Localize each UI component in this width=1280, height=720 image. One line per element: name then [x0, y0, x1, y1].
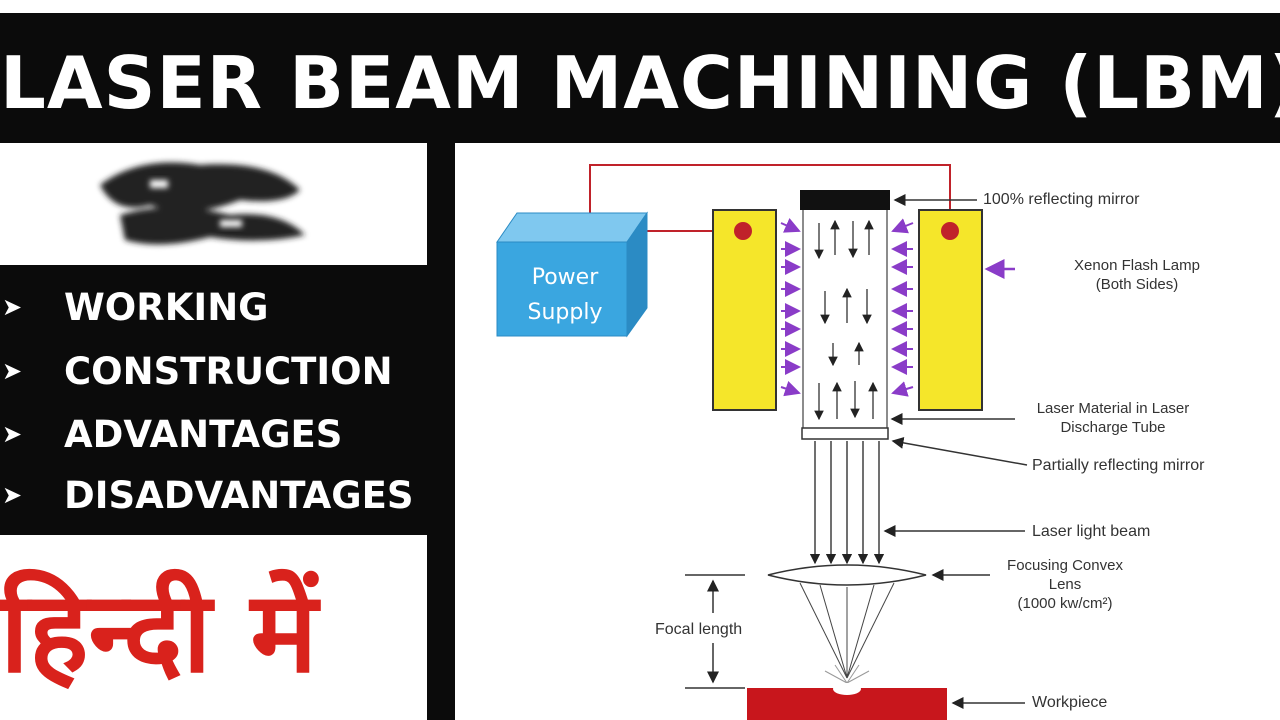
vertical-divider: [427, 143, 455, 720]
blurred-logo-icon: [100, 162, 305, 245]
laser-material-label: Laser Material in Laser Discharge Tube: [1036, 400, 1190, 436]
lamp-terminal-right: [941, 222, 959, 240]
hindi-caption: हिन्दी में: [0, 568, 318, 698]
arrow-bullet-icon: ➤: [2, 357, 23, 385]
flash-lamp-left: [712, 209, 777, 411]
arrow-bullet-icon: ➤: [2, 481, 23, 509]
topic-label: CONSTRUCTION: [64, 349, 393, 393]
spark-icon: [824, 664, 870, 684]
focal-length-label: Focal length: [655, 621, 743, 638]
topic-list: ➤ WORKING ➤ CONSTRUCTION ➤ ADVANTAGES ➤ …: [0, 265, 427, 535]
partial-mirror: [801, 427, 889, 440]
topic-label: ADVANTAGES: [64, 412, 343, 456]
partial-mirror-label: Partially reflecting mirror: [1032, 457, 1205, 474]
title-bar: [0, 13, 1280, 143]
diagram-graphics: [496, 164, 1028, 720]
focused-rays: [799, 582, 895, 679]
lamp-terminal-left: [734, 222, 752, 240]
power-supply-label: Power Supply: [527, 265, 603, 325]
laser-beam: [809, 441, 885, 565]
lens-label: Focusing Convex Lens (1000 kw/cm²): [1007, 557, 1123, 612]
list-item-working: ➤ WORKING: [0, 277, 269, 337]
list-item-construction: ➤ CONSTRUCTION: [0, 341, 393, 401]
focal-length-marker: [685, 574, 745, 689]
arrow-bullet-icon: ➤: [2, 293, 23, 321]
discharge-tube: [802, 208, 888, 432]
topic-label: DISADVANTAGES: [64, 473, 414, 517]
arrow-bullet-icon: ➤: [2, 420, 23, 448]
workpiece-label: Workpiece: [1032, 694, 1108, 711]
full-mirror: [800, 190, 890, 210]
flash-lamp-right: [918, 209, 983, 411]
power-supply-box: [496, 211, 648, 338]
page-title: LASER BEAM MACHINING (LBM): [0, 41, 1280, 125]
list-item-advantages: ➤ ADVANTAGES: [0, 404, 342, 464]
reflecting-mirror-label: 100% reflecting mirror: [983, 191, 1140, 208]
light-beam-label: Laser light beam: [1032, 523, 1151, 540]
convex-lens: [767, 564, 927, 586]
flash-lamp-label: Xenon Flash Lamp (Both Sides): [1074, 257, 1200, 293]
topic-label: WORKING: [64, 285, 269, 329]
lbm-diagram: Power Supply 100% reflecting mirror Xeno…: [455, 143, 1280, 720]
list-item-disadvantages: ➤ DISADVANTAGES: [0, 465, 414, 525]
pump-arrows: [780, 218, 1015, 397]
